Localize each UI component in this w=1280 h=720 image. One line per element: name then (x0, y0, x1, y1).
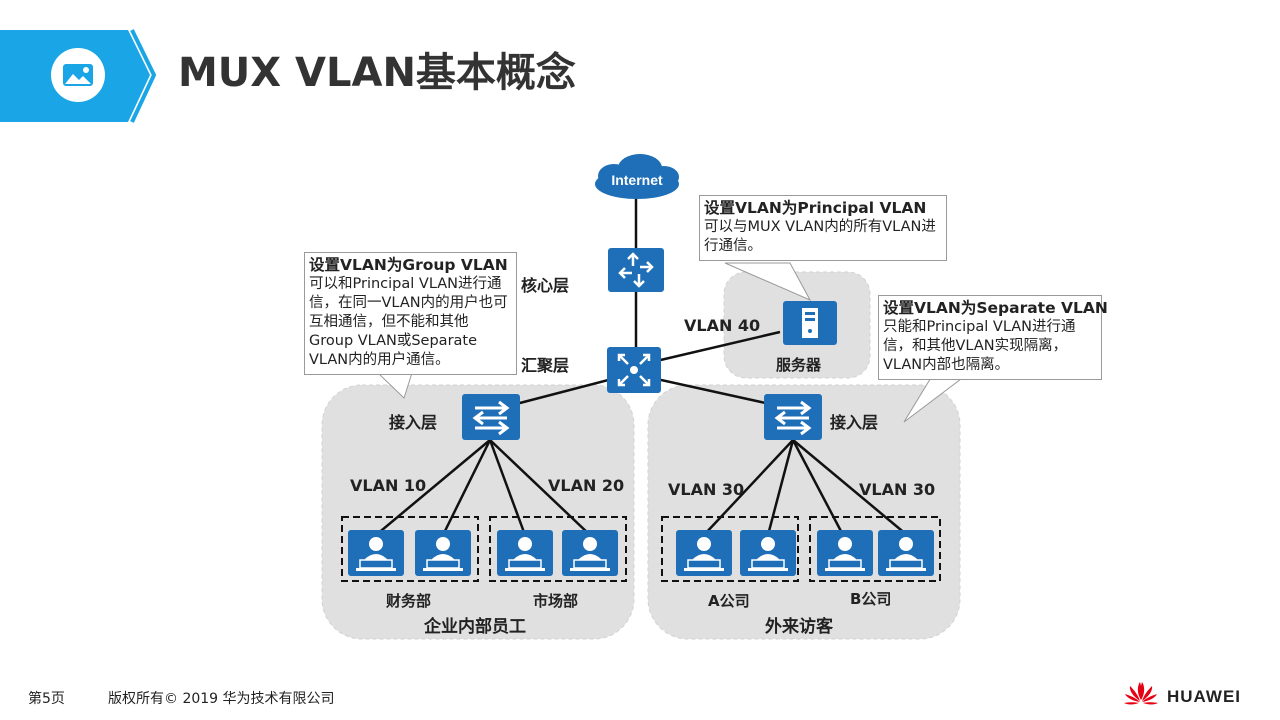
vlan-30-a-label: VLAN 30 (668, 480, 745, 499)
aggregation-layer-label: 汇聚层 (521, 356, 570, 375)
group-callout-head: 设置VLAN为Group VLAN (309, 256, 508, 274)
finance-user-1-icon (347, 529, 405, 577)
company-b-user-2-icon (877, 529, 935, 577)
principal-vlan-callout: 设置VLAN为Principal VLAN 可以与MUX VLAN内的所有VLA… (699, 195, 947, 261)
principal-callout-head: 设置VLAN为Principal VLAN (704, 199, 927, 217)
vlan-40-label: VLAN 40 (684, 316, 761, 335)
market-group-box (489, 516, 627, 582)
vlan-30-b-label: VLAN 30 (859, 480, 936, 499)
market-user-2-icon (561, 529, 619, 577)
page-title: MUX VLAN基本概念 (178, 50, 576, 96)
company-a-group-box (661, 516, 799, 582)
company-a-user-2-icon (739, 529, 797, 577)
internet-label: Internet (611, 172, 663, 188)
separate-callout-head: 设置VLAN为Separate VLAN (883, 299, 1108, 317)
access-layer-left-label: 接入层 (389, 413, 438, 432)
principal-callout-body: 可以与MUX VLAN内的所有VLAN进行通信。 (704, 219, 936, 254)
vlan-20-label: VLAN 20 (548, 476, 625, 495)
finance-user-2-icon (414, 529, 472, 577)
separate-callout-body: 只能和Principal VLAN进行通信，和其他VLAN实现隔离，VLAN内部… (883, 319, 1076, 373)
company-b-user-1-icon (816, 529, 874, 577)
finance-group-box (341, 516, 479, 582)
company-b-label: B公司 (850, 590, 892, 608)
principal-callout-pointer (724, 262, 812, 302)
company-b-group-box (809, 516, 941, 582)
group-callout-body: 可以和Principal VLAN进行通信，在同一VLAN内的用户也可互相通信，… (309, 276, 508, 368)
page-number: 第5页 (28, 691, 65, 707)
core-router-icon (608, 248, 664, 292)
huawei-brand-text: HUAWEI (1167, 687, 1241, 706)
core-layer-label: 核心层 (521, 276, 570, 295)
company-a-user-1-icon (675, 529, 733, 577)
network-links (375, 196, 908, 536)
visitors-label: 外来访客 (765, 617, 833, 637)
server-label: 服务器 (776, 356, 822, 374)
access-switch-right-icon (762, 392, 824, 442)
access-switch-left-icon (460, 392, 522, 442)
internal-staff-label: 企业内部员工 (424, 617, 526, 637)
picture-icon (51, 48, 105, 102)
market-dept-label: 市场部 (533, 592, 579, 610)
vlan-10-label: VLAN 10 (350, 476, 427, 495)
internet-cloud-icon (595, 154, 679, 199)
header-chevron (130, 29, 157, 123)
separate-vlan-callout: 设置VLAN为Separate VLAN 只能和Principal VLAN进行… (878, 295, 1108, 380)
huawei-logo-icon (1124, 682, 1158, 705)
group-vlan-callout: 设置VLAN为Group VLAN 可以和Principal VLAN进行通信，… (304, 252, 517, 375)
company-a-label: A公司 (708, 592, 750, 610)
finance-dept-label: 财务部 (386, 592, 432, 610)
market-user-1-icon (496, 529, 554, 577)
copyright-text: 版权所有© 2019 华为技术有限公司 (108, 691, 335, 707)
aggregation-switch-icon (607, 347, 661, 393)
server-icon (783, 301, 837, 345)
access-layer-right-label: 接入层 (830, 413, 879, 432)
